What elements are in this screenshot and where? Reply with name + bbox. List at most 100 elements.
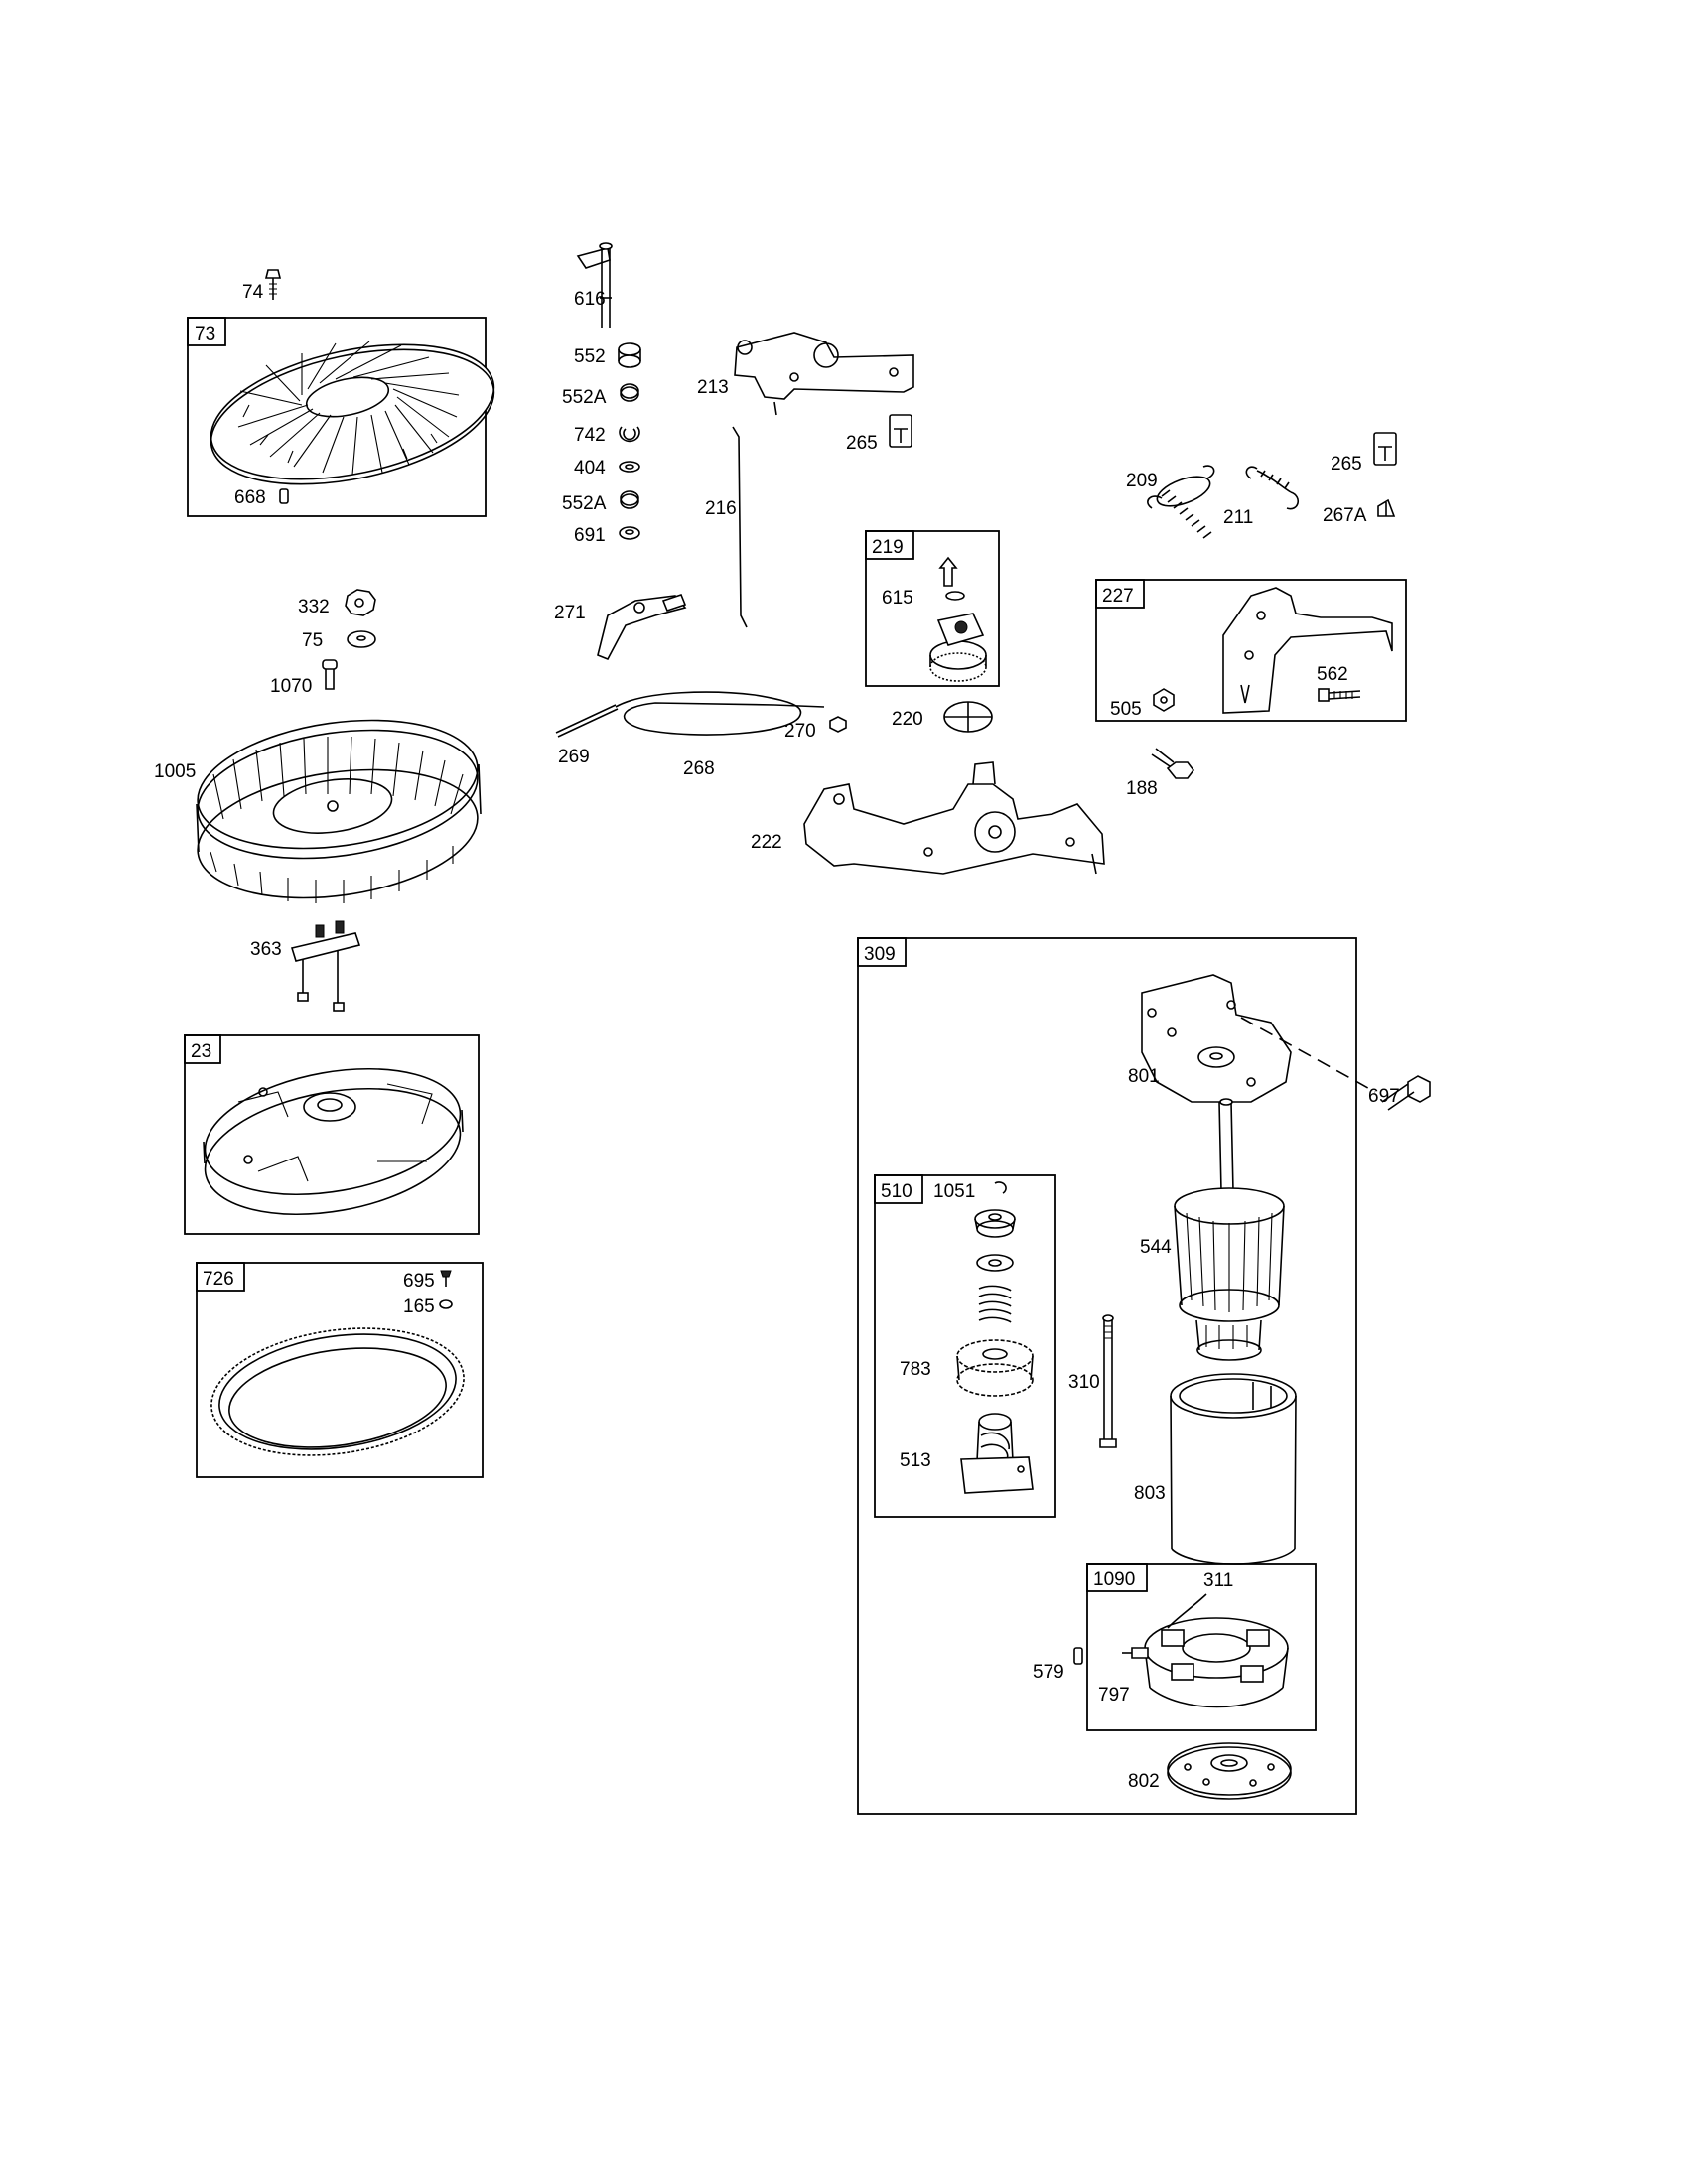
label-797: 797: [1098, 1685, 1130, 1706]
label-783: 783: [900, 1359, 931, 1380]
disc-220-drawing: [943, 701, 993, 733]
label-801: 801: [1128, 1066, 1160, 1087]
box-309: [857, 937, 1357, 1815]
label-311: 311: [1203, 1570, 1233, 1591]
box-219-tag: [865, 530, 914, 560]
label-1070: 1070: [270, 676, 312, 697]
pin-615-drawing: [938, 556, 958, 587]
label-1051: 1051: [933, 1181, 975, 1202]
nut-165-drawing: [439, 1299, 453, 1309]
box-227: [1095, 579, 1407, 722]
label-513: 513: [900, 1450, 931, 1471]
label-544: 544: [1140, 1237, 1172, 1258]
box-1090: [1086, 1563, 1317, 1731]
label-552a-2: 552A: [562, 493, 607, 514]
label-668: 668: [234, 487, 266, 508]
shaft-616-drawing: [576, 242, 613, 328]
washer-404-drawing: [619, 461, 640, 473]
label-363: 363: [250, 939, 282, 960]
label-1090: 1090: [1093, 1570, 1135, 1590]
seal-552a-1-drawing: [620, 383, 639, 402]
bracket-222-drawing: [803, 761, 1105, 875]
label-579: 579: [1033, 1662, 1064, 1683]
label-552: 552: [574, 346, 606, 367]
label-510: 510: [881, 1181, 912, 1202]
label-1005: 1005: [154, 761, 196, 782]
clip-265-1-drawing: [889, 414, 912, 448]
label-269: 269: [558, 747, 590, 767]
label-270: 270: [784, 721, 816, 742]
box-510: [874, 1174, 1056, 1518]
bolt-1070-drawing: [322, 659, 338, 690]
gear-219-drawing: [929, 591, 987, 682]
box-73: [187, 317, 487, 517]
label-265-2: 265: [1331, 454, 1362, 475]
bracket-363-drawing: [290, 920, 361, 1012]
nut-505-drawing: [1153, 688, 1175, 712]
label-726: 726: [203, 1269, 234, 1290]
bolt-310-drawing: [1099, 1314, 1117, 1448]
nut-691-drawing: [619, 526, 640, 540]
label-75: 75: [302, 630, 323, 651]
label-332: 332: [298, 597, 330, 617]
label-268: 268: [683, 758, 715, 779]
label-267a: 267A: [1323, 505, 1367, 526]
label-309: 309: [864, 944, 896, 965]
label-222: 222: [751, 832, 782, 853]
armature-544-drawing: [1174, 1098, 1285, 1361]
label-695: 695: [403, 1271, 435, 1292]
spring-211-drawing: [1245, 466, 1299, 510]
label-505: 505: [1110, 699, 1142, 720]
label-213: 213: [697, 377, 729, 398]
label-562: 562: [1317, 664, 1348, 685]
screen-73-drawing: [210, 341, 495, 485]
box-726-tag: [196, 1262, 245, 1292]
label-219: 219: [872, 537, 904, 558]
label-23: 23: [191, 1041, 211, 1062]
rod-216-drawing: [732, 426, 748, 628]
clip-265-2-drawing: [1373, 432, 1397, 466]
label-803: 803: [1134, 1483, 1166, 1504]
label-404: 404: [574, 458, 606, 478]
label-73: 73: [195, 324, 215, 344]
bolt-697-drawing: [1381, 1075, 1431, 1111]
label-742: 742: [574, 425, 606, 446]
label-691: 691: [574, 525, 606, 546]
box-23-tag: [184, 1034, 221, 1064]
box-73-tag: [187, 317, 226, 346]
bolt-74-drawing: [264, 269, 282, 300]
terminal-579-drawing: [1073, 1647, 1083, 1665]
cable-268-269-drawing: [555, 691, 825, 738]
label-165: 165: [403, 1297, 435, 1317]
pin-668-drawing: [279, 488, 289, 504]
label-802: 802: [1128, 1771, 1160, 1792]
lever-213-drawing: [734, 332, 914, 416]
ring-gear-726-drawing: [210, 1327, 465, 1456]
box-219: [865, 530, 1000, 687]
label-615: 615: [882, 588, 913, 609]
flywheel-23-drawing: [203, 1067, 464, 1216]
label-74: 74: [242, 282, 264, 303]
box-309-tag: [857, 937, 907, 967]
screw-267a-drawing: [1377, 498, 1396, 517]
label-209: 209: [1126, 471, 1158, 491]
spring-209-drawing: [1147, 465, 1215, 539]
bracket-227-drawing: [1222, 587, 1393, 714]
label-697: 697: [1368, 1086, 1400, 1107]
clip-1051-drawing: [994, 1181, 1007, 1194]
bushing-552-drawing: [618, 342, 641, 368]
washer-75-drawing: [347, 630, 376, 648]
box-1090-tag: [1086, 1563, 1148, 1592]
label-188: 188: [1126, 778, 1158, 799]
housing-803-drawing: [1170, 1373, 1297, 1565]
box-510-tag: [874, 1174, 923, 1204]
screw-695-drawing: [440, 1270, 452, 1287]
nut-332-drawing: [345, 589, 376, 616]
plate-801-drawing: [1141, 974, 1376, 1103]
label-552a-1: 552A: [562, 387, 607, 408]
label-216: 216: [705, 498, 737, 519]
cap-802-drawing: [1167, 1742, 1292, 1800]
box-23: [184, 1034, 480, 1235]
label-220: 220: [892, 709, 923, 730]
